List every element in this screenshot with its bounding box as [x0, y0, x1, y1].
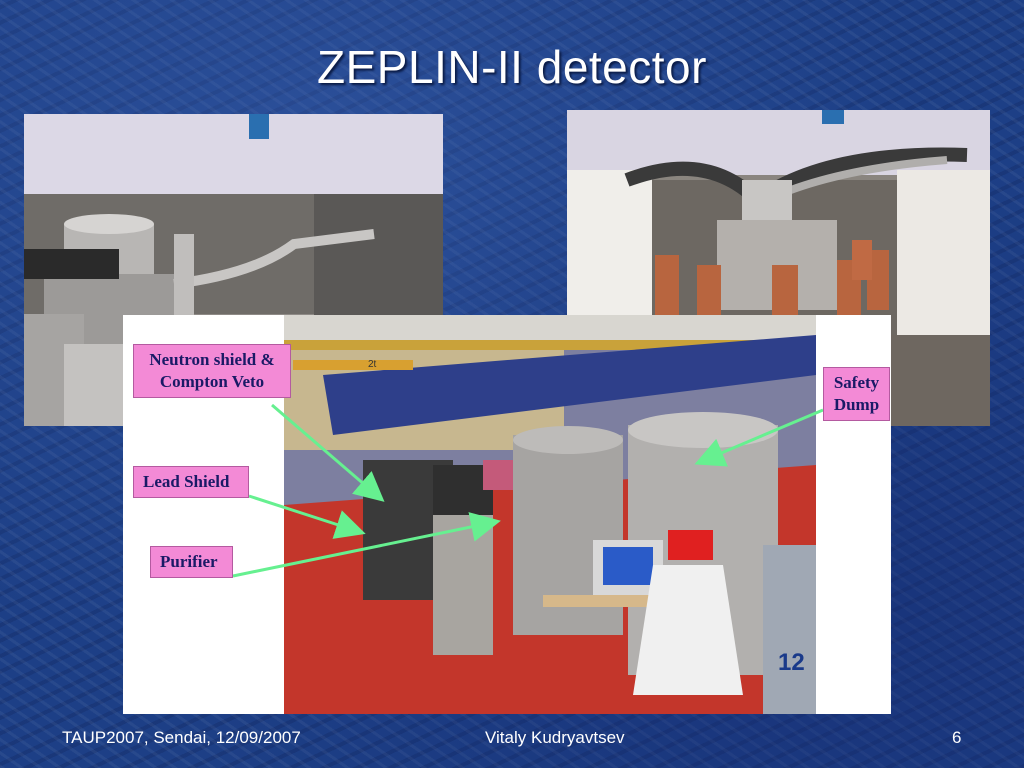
dewar-number-text: 12	[778, 649, 805, 676]
label-lead-shield: Lead Shield	[133, 466, 249, 498]
label-purifier: Purifier	[150, 546, 233, 578]
footer-author: Vitaly Kudryavtsev	[485, 728, 625, 747]
crane-mark-text: 2t	[368, 359, 377, 370]
arrow-safety-dump	[694, 408, 824, 467]
label-neutron-line1: Neutron shield &	[149, 350, 275, 369]
arrow-purifier	[232, 512, 501, 578]
label-safety-dump: Safety Dump	[823, 367, 890, 421]
label-neutron-line2: Compton Veto	[159, 372, 265, 391]
arrow-lead-shield	[248, 494, 366, 539]
label-safety-line2: Dump	[833, 395, 880, 414]
detector-photo-left	[24, 114, 443, 426]
label-safety-line1: Safety	[833, 373, 880, 392]
label-neutron-shield: Neutron shield & Compton Veto	[133, 344, 291, 398]
slide-title: ZEPLIN-II detector	[317, 41, 707, 93]
arrow-neutron-shield	[271, 403, 385, 502]
footer-page-number: 6	[952, 728, 962, 747]
footer-conference: TAUP2007, Sendai, 12/09/2007	[62, 728, 301, 747]
